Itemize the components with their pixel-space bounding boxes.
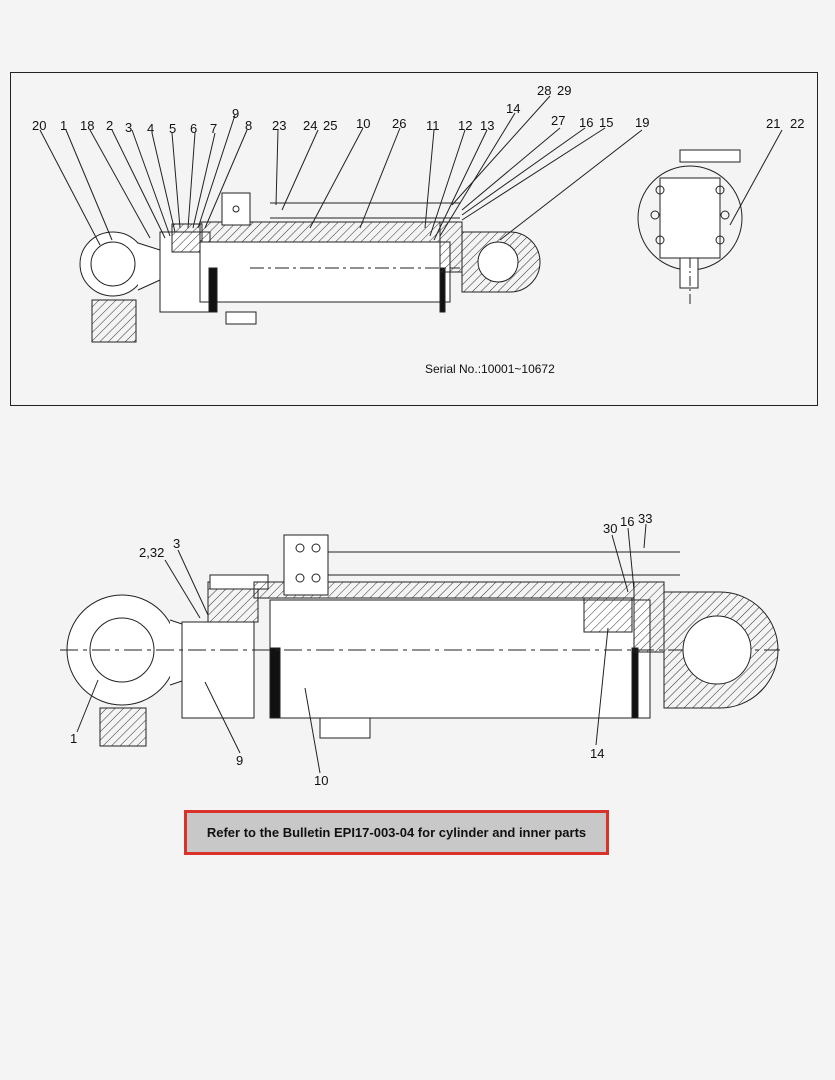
serial-number: Serial No.:10001~10672 [425,362,555,376]
callout-12: 12 [458,118,472,133]
callout-9: 9 [232,106,239,121]
bulletin-note: Refer to the Bulletin EPI17-003-04 for c… [184,810,609,855]
top-diagram-frame [10,72,818,406]
callout-19: 19 [635,115,649,130]
callout-3: 3 [173,536,180,551]
callout-27: 27 [551,113,565,128]
bottom-cylinder-drawing [60,523,780,774]
callout-33: 33 [638,511,652,526]
callout-24: 24 [303,118,317,133]
callout-29: 29 [557,83,571,98]
callout-11: 11 [426,118,440,133]
callout-3: 3 [125,120,132,135]
callout-28: 28 [537,83,551,98]
callout-1: 1 [70,731,77,746]
callout-22: 22 [790,116,804,131]
callout-23: 23 [272,118,286,133]
callout-8: 8 [245,118,252,133]
callout-18: 18 [80,118,94,133]
top-cylinder-drawing [39,95,783,343]
callout-2-32: 2,32 [139,545,164,560]
callout-25: 25 [323,118,337,133]
callout-9: 9 [236,753,243,768]
callout-15: 15 [599,115,613,130]
callout-5: 5 [169,121,176,136]
callout-4: 4 [147,121,154,136]
callout-6: 6 [190,121,197,136]
callout-14: 14 [590,746,604,761]
callout-1: 1 [60,118,67,133]
callout-10: 10 [314,773,328,788]
callout-21: 21 [766,116,780,131]
callout-26: 26 [392,116,406,131]
callout-16: 16 [579,115,593,130]
callout-14: 14 [506,101,520,116]
callout-16: 16 [620,514,634,529]
callout-13: 13 [480,118,494,133]
callout-2: 2 [106,118,113,133]
bulletin-text: Refer to the Bulletin EPI17-003-04 for c… [206,825,587,840]
callout-10: 10 [356,116,370,131]
callout-7: 7 [210,121,217,136]
callout-30: 30 [603,521,617,536]
callout-20: 20 [32,118,46,133]
